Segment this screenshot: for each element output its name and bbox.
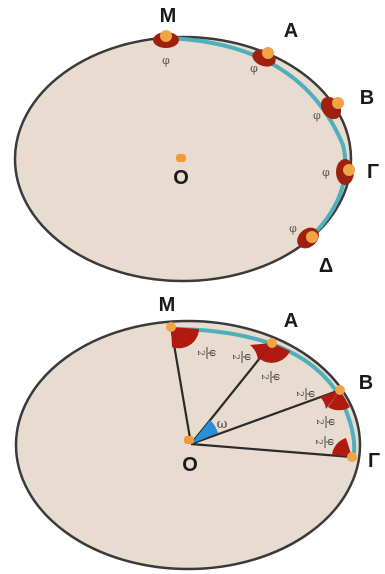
half-angle-gamma: φ 2 (313, 436, 336, 448)
half-angle-den-b2: 2 (314, 419, 324, 425)
half-angle-den-g: 2 (313, 439, 323, 445)
bottom-point-a: A φ 2 φ 2 (230, 310, 298, 383)
bottom-label-b: B (359, 372, 373, 394)
radius-ob (190, 388, 341, 446)
angle-wedge-a-right (260, 343, 290, 363)
bottom-point-m: M φ 2 (159, 294, 218, 359)
half-angle-num-a2: φ (271, 373, 282, 380)
vertex-dot-a (267, 338, 277, 348)
ball-marker-icon (160, 30, 172, 42)
half-angle-m: φ 2 (195, 347, 218, 359)
top-label-b: B (360, 87, 374, 109)
top-phi-m: φ (162, 54, 170, 67)
angle-wedge-b-left (320, 390, 340, 409)
top-center-dot (176, 154, 186, 162)
angle-wedge-gamma (332, 438, 352, 457)
bottom-disk (14, 319, 362, 571)
half-angle-a-right: φ 2 (259, 371, 282, 383)
vertex-dot-m (166, 322, 176, 332)
top-label-delta: Δ (319, 255, 333, 277)
angle-wedge-a-left (250, 343, 272, 361)
angle-wedge-b-right (328, 390, 350, 411)
top-diagram-panel: O M φ A φ B φ Γ φ (0, 0, 385, 285)
half-angle-num-g: φ (325, 438, 336, 445)
ball-marker-icon (306, 231, 318, 243)
half-angle-den-b1: 2 (294, 391, 304, 397)
top-phi-delta: φ (289, 222, 297, 235)
vertex-dot-b (335, 385, 345, 395)
top-point-b: B φ (313, 87, 374, 122)
half-angle-num-b1: φ (306, 390, 317, 397)
bottom-diagram-panel: ω O M φ 2 A φ 2 φ (0, 285, 385, 574)
bottom-point-b: B φ 2 φ 2 (294, 372, 373, 428)
half-angle-den-a2: 2 (259, 374, 269, 380)
top-label-m: M (160, 5, 177, 27)
top-point-a: A φ (250, 20, 298, 75)
top-point-m: M φ (153, 5, 179, 67)
half-angle-b-left: φ 2 (294, 388, 317, 400)
top-path-arc (164, 36, 348, 242)
bottom-label-m: M (159, 294, 176, 316)
top-phi-a: φ (250, 62, 258, 75)
top-point-delta: Δ φ (289, 222, 333, 277)
bottom-label-gamma: Γ (368, 450, 380, 472)
top-label-a: A (284, 20, 298, 42)
half-angle-num-m: φ (207, 349, 218, 356)
bottom-center-dot (184, 436, 194, 444)
bottom-center-label: O (182, 454, 198, 476)
radius-og (190, 442, 353, 459)
angle-wedge-m (171, 327, 199, 349)
top-phi-gamma: φ (322, 166, 330, 179)
half-angle-den-a1: 2 (230, 354, 240, 360)
bottom-label-a: A (284, 310, 298, 332)
central-angle-wedge (191, 420, 218, 444)
ball-marker-icon (332, 97, 344, 109)
central-angle-label: ω (217, 417, 228, 432)
half-angle-a-left: φ 2 (230, 351, 253, 363)
top-label-gamma: Γ (367, 161, 379, 183)
bottom-point-gamma: Γ φ 2 (313, 436, 380, 472)
half-angle-b-right: φ 2 (314, 416, 337, 428)
half-angle-num-b2: φ (326, 418, 337, 425)
top-center-label: O (173, 167, 189, 189)
top-point-gamma: Γ φ (322, 159, 379, 185)
half-angle-den-m: 2 (195, 350, 205, 356)
bottom-diagram-svg: ω O M φ 2 A φ 2 φ (0, 285, 385, 574)
half-angle-num-a1: φ (242, 353, 253, 360)
bottom-path-arc (172, 327, 357, 454)
ball-marker-icon (343, 164, 355, 176)
vertex-dot-gamma (347, 452, 357, 462)
ball-marker-icon (262, 47, 274, 59)
top-diagram-svg: O M φ A φ B φ Γ φ (0, 0, 385, 285)
top-phi-b: φ (313, 109, 321, 122)
